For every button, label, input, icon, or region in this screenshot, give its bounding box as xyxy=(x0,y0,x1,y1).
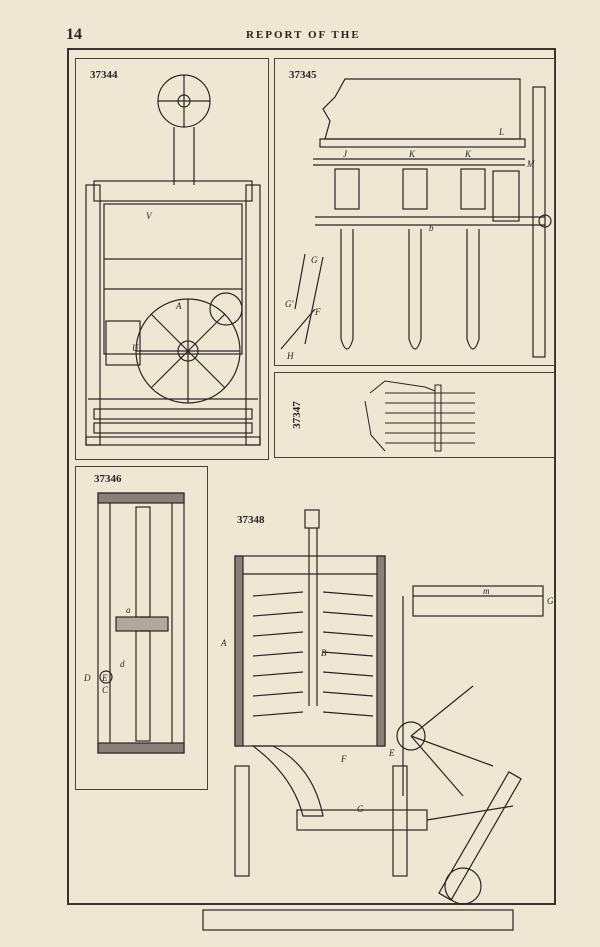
figure-37345-letter-m: M xyxy=(526,159,535,169)
running-head: REPORT OF THE xyxy=(246,29,361,41)
figure-37348-letter-a: A xyxy=(220,638,227,648)
figure-37348-drawing: A B F E G m G xyxy=(202,509,554,931)
figure-37344-panel: 37344 xyxy=(75,58,269,460)
figure-37344-letter-a: A xyxy=(175,301,182,311)
figure-37348-letter-b: B xyxy=(321,648,327,658)
figure-37346-drawing: a D E C d xyxy=(83,492,185,754)
figure-37346-panel: 37346 a D E C d xyxy=(75,466,208,790)
figure-37348-panel: 37348 xyxy=(202,466,555,931)
figure-37345-letter-g: G xyxy=(311,255,318,265)
figure-37347-panel: 37347 xyxy=(274,372,555,458)
figure-37348-letter-g-right: G xyxy=(547,596,554,606)
figure-37345-letter-g-prime: G' xyxy=(285,299,294,309)
figure-37345-letter-f: F xyxy=(314,307,321,317)
figure-37345-drawing: L J K K M b G G' F H xyxy=(280,78,552,361)
figure-37345-letter-k1: K xyxy=(408,149,416,159)
figure-37346-letter-e: E xyxy=(101,673,108,683)
figure-37345-letter-k2: K xyxy=(464,149,472,159)
figure-37348-letter-f: F xyxy=(340,754,347,764)
figure-37345-letter-j: J xyxy=(343,149,348,159)
figure-37348-letter-e: E xyxy=(388,748,395,758)
figure-37346-letter-c: C xyxy=(102,685,109,695)
figure-37345-letter-b: b xyxy=(429,223,434,233)
figure-37344-drawing: V A U xyxy=(85,74,261,446)
figure-37347-drawing xyxy=(364,380,475,452)
figure-37348-letter-g-center: G xyxy=(357,804,364,814)
figure-37344-letter-v: V xyxy=(146,211,153,221)
figure-37345-number: 37345 xyxy=(289,69,317,81)
figure-37344-letter-u: U xyxy=(132,343,139,353)
page-number: 14 xyxy=(66,26,82,43)
engraving-plate: 37344 xyxy=(67,48,556,931)
figure-37344-number: 37344 xyxy=(90,69,118,81)
figure-37348-number: 37348 xyxy=(237,514,265,526)
figure-37345-panel: 37345 L xyxy=(274,58,555,366)
figure-37346-letter-a: a xyxy=(126,605,131,615)
figure-37346-letter-d-upper: D xyxy=(83,673,91,683)
figure-37345-letter-l: L xyxy=(498,127,504,137)
figure-37345-letter-h: H xyxy=(286,351,294,361)
figure-37346-number: 37346 xyxy=(94,473,122,485)
figure-37348-letter-m: m xyxy=(483,586,490,596)
figure-37346-letter-d-lower: d xyxy=(120,659,125,669)
